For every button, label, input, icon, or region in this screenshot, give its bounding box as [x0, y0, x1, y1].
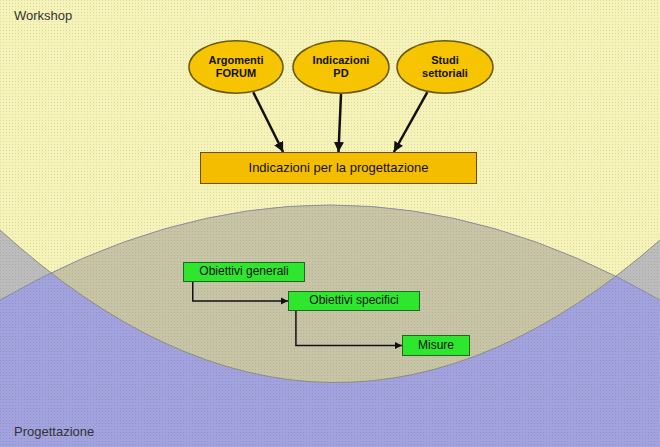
node-text: Obiettivi specifici — [309, 294, 398, 308]
objective-box: Obiettivi specifici — [288, 291, 420, 311]
source-ellipse: Argomenti FORUM — [188, 40, 284, 94]
arrow-connector — [253, 92, 283, 152]
objective-box: Obiettivi generali — [183, 262, 305, 282]
arrow-connector — [394, 92, 427, 152]
node-text: Argomenti FORUM — [203, 54, 269, 79]
node-text: Misure — [418, 339, 454, 353]
source-ellipse: Studi settoriali — [396, 40, 494, 94]
objective-box: Misure — [402, 335, 470, 356]
node-text: Obiettivi generali — [199, 265, 288, 279]
arrow-connector — [193, 282, 288, 301]
ellipse-shape — [397, 41, 493, 93]
node-text: Indicazioni PD — [308, 54, 374, 79]
ellipse-shape — [293, 41, 389, 93]
node-text: Indicazioni per la progettazione — [249, 161, 429, 176]
region-label: Workshop — [14, 8, 72, 23]
arrow-connector — [339, 94, 342, 152]
ellipse-shape — [189, 41, 283, 93]
arrow-connector — [296, 311, 402, 346]
region-label: Progettazione — [14, 424, 94, 439]
node-text: Studi settoriali — [412, 54, 478, 79]
source-ellipse: Indicazioni PD — [292, 40, 390, 94]
process-box: Indicazioni per la progettazione — [200, 152, 477, 184]
